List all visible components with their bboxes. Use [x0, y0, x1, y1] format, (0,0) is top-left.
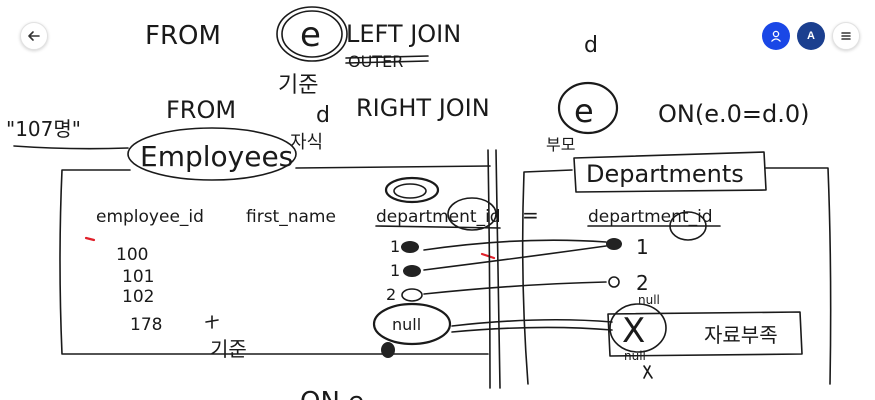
- link-line-2: [423, 245, 607, 271]
- bottom-on-fragment: ON e: [300, 387, 364, 400]
- hamburger-menu-icon: [841, 32, 851, 40]
- departments-title-box: [573, 151, 767, 193]
- scribble-oval-header-inner: [393, 183, 427, 199]
- e-circle-top-inner: [281, 10, 343, 58]
- jaryo-box: [607, 311, 803, 357]
- line2-from: FROM: [166, 96, 236, 124]
- count-note: "107명": [6, 117, 81, 141]
- pointer-mark: [205, 315, 219, 329]
- on-clause: ON(e.0=d.0): [658, 100, 809, 128]
- dept-value-2: 2: [636, 271, 649, 295]
- back-button[interactable]: [20, 22, 48, 50]
- count-underline: [13, 145, 129, 150]
- dept-header-circle: [669, 211, 707, 241]
- departments-box: [521, 167, 832, 385]
- dept-value-1: 1: [636, 235, 649, 259]
- arrow-left-icon: [28, 31, 40, 41]
- dept-null-small: null: [638, 293, 660, 307]
- employees-gijun: 기준: [210, 337, 247, 361]
- dept-id-circle: [447, 197, 497, 231]
- emp-id-178: 178: [130, 315, 162, 335]
- line1-d: d: [584, 33, 598, 58]
- dept-dot-1: [606, 238, 622, 250]
- departments-title: Departments: [586, 160, 744, 188]
- header-employee-id: employee_id: [96, 207, 204, 227]
- line1-from: FROM: [145, 21, 221, 51]
- line2-right-join: RIGHT JOIN: [356, 94, 490, 122]
- line2-d: d: [316, 103, 330, 128]
- link-line-null-2: [451, 326, 613, 333]
- line1-e: e: [300, 15, 321, 55]
- missing-x-mark: X: [622, 311, 645, 351]
- bottom-scribble: [643, 365, 653, 379]
- dept-dot-2: [608, 276, 620, 288]
- x-circle: [609, 303, 667, 353]
- line1-left-join: LEFT JOIN: [346, 20, 461, 48]
- user-button[interactable]: [762, 22, 790, 50]
- jasik-label: 자식: [290, 132, 323, 153]
- header-department-id: department_id: [376, 207, 501, 227]
- line2-e: e: [574, 92, 594, 130]
- header-dept-underline: [375, 225, 501, 229]
- line1-gijun: 기준: [278, 73, 318, 98]
- red-mark-mid: [480, 252, 496, 260]
- emp-dept-1a: 1: [390, 237, 400, 256]
- employees-title: Employees: [140, 140, 293, 173]
- scribble-dot-1: [401, 241, 419, 253]
- avatar-initial: A: [807, 30, 815, 42]
- header-first-name: first_name: [246, 207, 336, 227]
- scribble-dot-3: [401, 288, 423, 302]
- null-oval: [372, 302, 452, 346]
- equals-sign: =: [522, 203, 539, 227]
- emp-id-100: 100: [116, 245, 148, 265]
- e-circle-top: [276, 6, 348, 62]
- e-circle-right: [557, 81, 619, 135]
- link-line-3: [423, 281, 607, 295]
- employees-title-oval: [127, 127, 297, 181]
- emp-id-101: 101: [122, 267, 154, 287]
- link-line-null-1: [451, 318, 613, 327]
- person-icon: [771, 30, 781, 42]
- scribble-dot-2: [403, 265, 421, 277]
- emp-dept-1b: 1: [390, 261, 400, 280]
- scribble-dot-null: [381, 342, 395, 358]
- bumo-label: 부모: [546, 135, 575, 154]
- link-line-1: [423, 239, 607, 251]
- dept-header: department_id: [588, 207, 713, 227]
- employees-box: [59, 165, 491, 355]
- avatar[interactable]: A: [797, 22, 825, 50]
- jaryo-bujok: 자료부족: [704, 323, 778, 347]
- dept-null-bottom: null: [624, 349, 646, 363]
- emp-dept-2: 2: [386, 285, 396, 304]
- emp-id-102: 102: [122, 287, 154, 307]
- emp-dept-null: null: [392, 315, 421, 334]
- scribble-oval-header: [384, 176, 440, 204]
- outer-strike-2: [345, 60, 429, 64]
- divider-line-2: [495, 149, 501, 389]
- red-mark-left: [84, 236, 96, 242]
- divider-line-1: [487, 149, 491, 389]
- outer-strike-1: [345, 55, 429, 59]
- menu-button[interactable]: [832, 22, 860, 50]
